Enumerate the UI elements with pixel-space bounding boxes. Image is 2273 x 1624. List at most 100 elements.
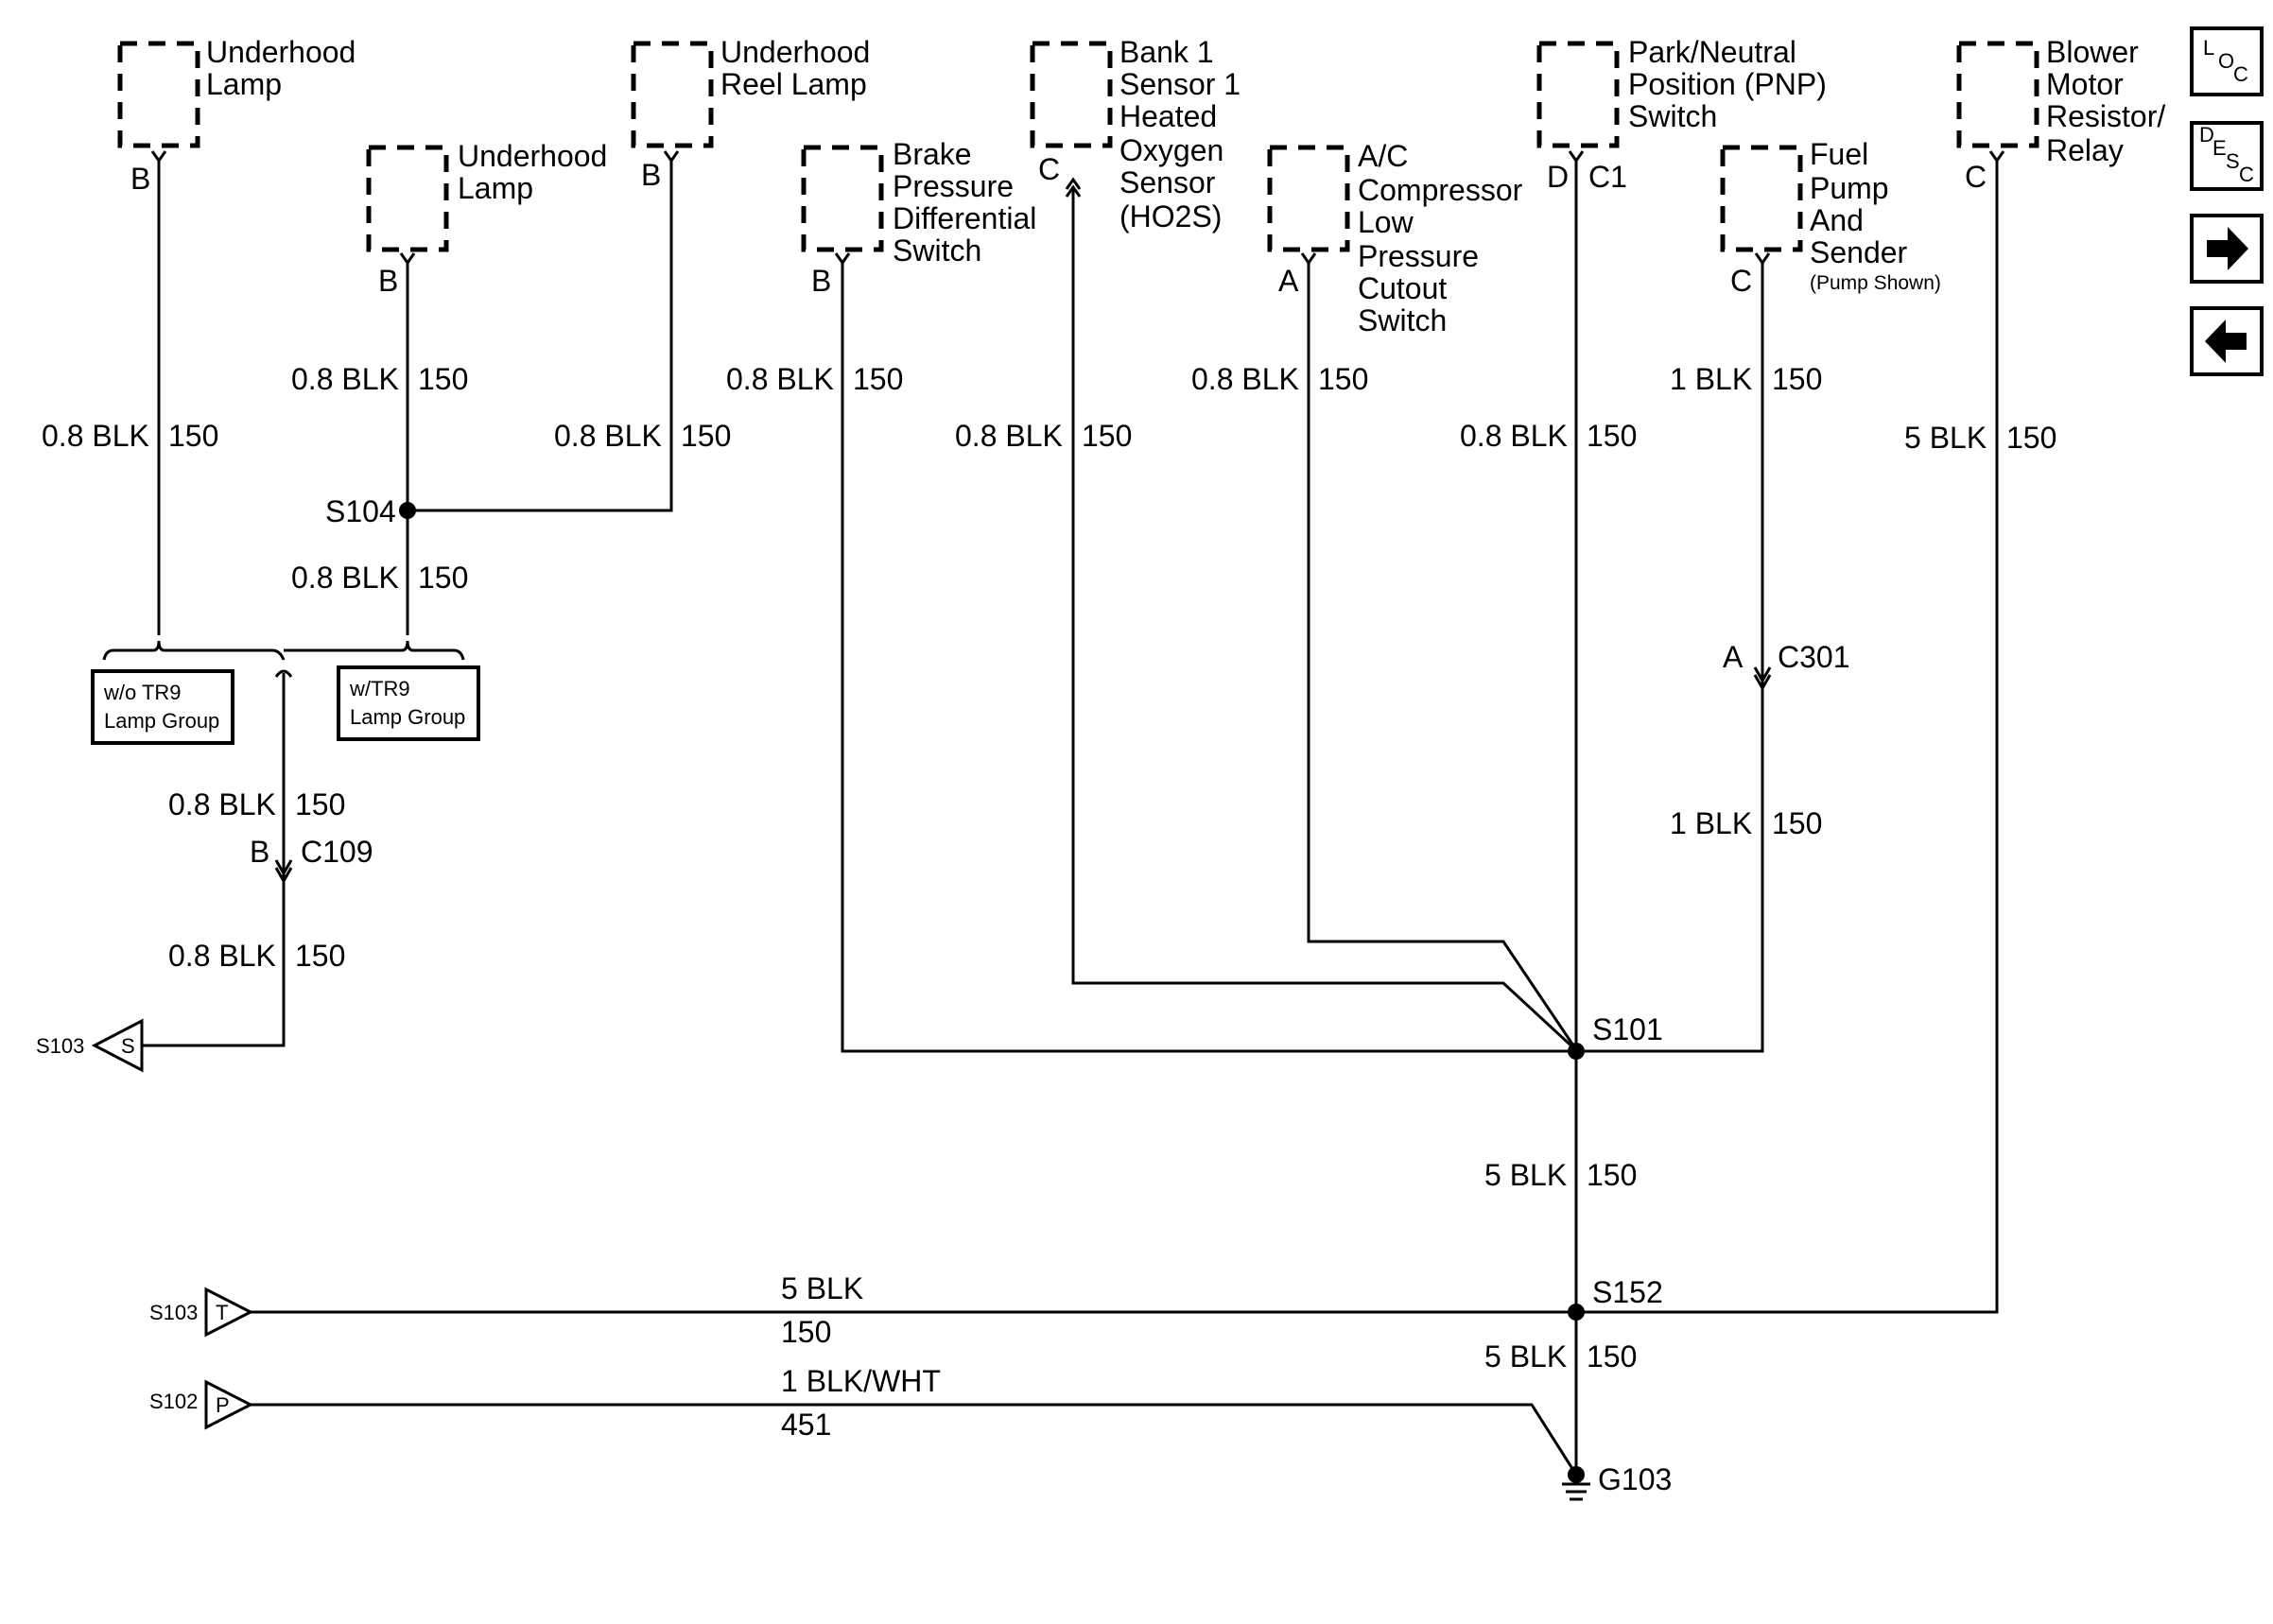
option-label: w/o TR9	[103, 681, 182, 704]
component-label: Blower	[2046, 35, 2139, 69]
component-label: And	[1810, 203, 1864, 237]
component-label: Switch	[893, 233, 981, 268]
ref-name: S103	[149, 1301, 198, 1324]
component-label: Relay	[2046, 133, 2124, 167]
button-letter: C	[2239, 163, 2254, 186]
component-label: Underhood	[458, 139, 607, 173]
component-label: Motor	[2046, 67, 2124, 101]
component-label: Switch	[1628, 99, 1717, 133]
component-label: A/C	[1358, 139, 1408, 173]
button-letter: E	[2212, 136, 2227, 160]
wire-color: 1 BLK	[1670, 362, 1752, 396]
component-underhood-lamp-2: Underhood Lamp B	[366, 139, 607, 298]
component-label: Cutout	[1358, 271, 1447, 305]
wire-circuit: 150	[295, 939, 345, 973]
location-button[interactable]: L O C	[2190, 26, 2264, 96]
component-underhood-lamp-1: Underhood Lamp B	[117, 35, 356, 196]
button-letter: O	[2218, 49, 2234, 73]
component-blower-motor-relay: Blower Motor Resistor/ Relay C	[1956, 35, 2165, 194]
splice-s101: S101	[1568, 1012, 1663, 1060]
pin-terminals	[150, 150, 2005, 266]
wire-circuit: 150	[418, 561, 468, 595]
component-label: Underhood	[720, 35, 870, 69]
component-label: Pressure	[893, 169, 1014, 203]
component-label: Pump	[1810, 171, 1889, 205]
ref-letter: T	[216, 1301, 228, 1324]
ref-name: S103	[36, 1034, 84, 1058]
wire-circuit: 150	[1772, 806, 1822, 840]
wire-circuit: 150	[853, 362, 903, 396]
component-label: Reel Lamp	[720, 67, 867, 101]
component-label: Brake	[893, 137, 972, 171]
pin-label: B	[378, 264, 398, 298]
wire-network	[102, 161, 1999, 1476]
wire-circuit: 150	[1318, 362, 1368, 396]
wire-circuit: 150	[1587, 1339, 1637, 1373]
button-letter: C	[2233, 62, 2248, 86]
component-ho2s: Bank 1 Sensor 1 Heated Oxygen Sensor (HO…	[1030, 35, 1241, 233]
option-label: Lamp Group	[104, 709, 219, 733]
wire-color: 1 BLK	[1670, 806, 1752, 840]
component-label: Underhood	[206, 35, 356, 69]
option-without-tr9: w/o TR9 Lamp Group	[91, 669, 234, 745]
wire-color: 0.8 BLK	[168, 939, 276, 973]
component-label: Heated	[1119, 99, 1217, 133]
component-label: Fuel	[1810, 137, 1868, 171]
connector-c301: A C301	[1723, 640, 1850, 692]
description-button[interactable]: D E S C	[2190, 121, 2264, 191]
wire-color: 0.8 BLK	[168, 787, 276, 821]
connector-label: C109	[301, 835, 373, 869]
component-label: Sensor 1	[1119, 67, 1241, 101]
pin-label: C	[1965, 160, 1987, 194]
connector-c109: B C109	[250, 835, 373, 885]
wire-color: 5 BLK	[1484, 1158, 1567, 1192]
component-label: Differential	[893, 201, 1036, 235]
component-label: Lamp	[458, 171, 533, 205]
previous-page-button[interactable]	[2190, 306, 2264, 376]
ground-label: G103	[1598, 1462, 1672, 1496]
component-label: Bank 1	[1119, 35, 1214, 69]
wire-color: 0.8 BLK	[291, 362, 399, 396]
component-label: Sensor	[1119, 165, 1216, 199]
ref-s102-p[interactable]: P S102	[149, 1379, 254, 1430]
connector-label: C301	[1778, 640, 1850, 674]
button-letter: S	[2226, 149, 2240, 173]
component-underhood-reel-lamp: Underhood Reel Lamp B	[631, 35, 870, 192]
splice-s152: S152	[1568, 1275, 1663, 1321]
wire-color: 0.8 BLK	[554, 419, 662, 453]
wire-color: 0.8 BLK	[955, 419, 1063, 453]
component-pnp-switch: Park/Neutral Position (PNP) Switch D C1	[1536, 35, 1827, 194]
component-label: Compressor	[1358, 173, 1523, 207]
component-label: (HO2S)	[1119, 199, 1222, 233]
wire-circuit: 150	[2006, 421, 2056, 455]
component-label: Oxygen	[1119, 133, 1223, 167]
component-label: Sender	[1810, 235, 1908, 269]
wire-color: 0.8 BLK	[42, 419, 149, 453]
next-page-button[interactable]	[2190, 214, 2264, 284]
ref-name: S102	[149, 1390, 198, 1413]
option-label: Lamp Group	[350, 705, 465, 729]
arrow-right-icon	[2207, 227, 2248, 270]
wire-color: 0.8 BLK	[1191, 362, 1299, 396]
component-brake-pressure-switch: Brake Pressure Differential Switch B	[801, 137, 1036, 298]
connector-pin-label: B	[250, 835, 269, 869]
wire-labels: 0.8 BLK 150 0.8 BLK 150 0.8 BLK 150 0.8 …	[42, 362, 2056, 1442]
wire-color: 1 BLK/WHT	[781, 1364, 941, 1398]
wire-color: 0.8 BLK	[726, 362, 834, 396]
pin-label: A	[1278, 264, 1299, 298]
connector-pin-label: A	[1723, 640, 1744, 674]
wire-circuit: 150	[168, 419, 218, 453]
splice-label: S152	[1592, 1275, 1663, 1309]
ref-s103-s[interactable]: S S103	[36, 1018, 144, 1073]
pin-label: C	[1730, 264, 1752, 298]
wire-color: 5 BLK	[1904, 421, 1987, 455]
ref-s103-t[interactable]: T S103	[149, 1287, 254, 1338]
wire-circuit: 150	[781, 1315, 831, 1349]
wire-circuit: 451	[781, 1408, 831, 1442]
component-label: Pressure	[1358, 239, 1479, 273]
pin-label: B	[130, 162, 150, 196]
component-label: Park/Neutral	[1628, 35, 1796, 69]
wire-color: 5 BLK	[781, 1271, 863, 1305]
component-label: Resistor/	[2046, 99, 2165, 133]
